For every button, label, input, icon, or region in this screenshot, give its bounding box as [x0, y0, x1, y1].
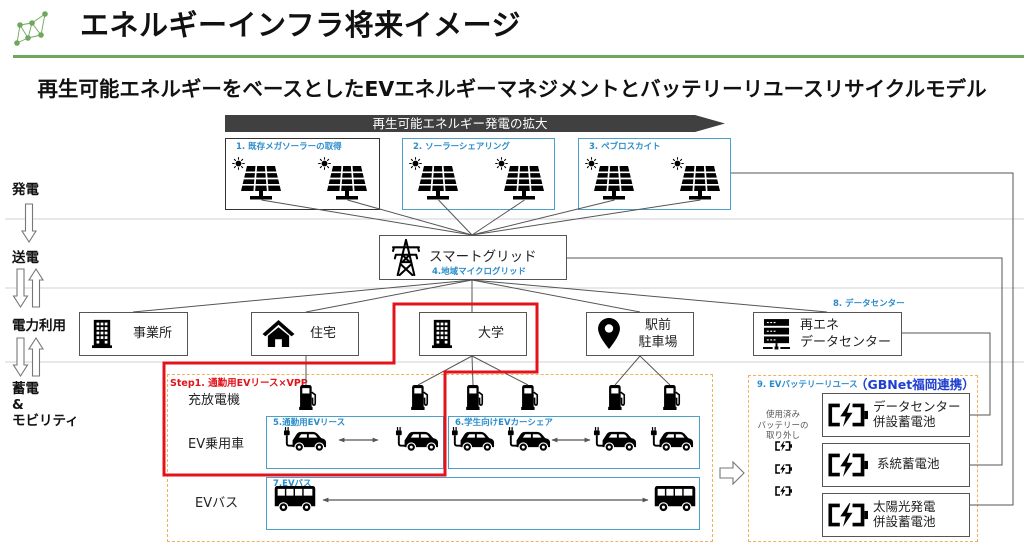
solar-site-label: 3. ペブロスカイト [589, 142, 661, 152]
battery-removal-note: 使用済み バッテリーの 取り外し [757, 410, 809, 441]
solar-panel-icon [324, 166, 370, 202]
title-underline [13, 55, 1024, 58]
used-battery-icon [775, 486, 792, 496]
smart-grid-node: スマートグリッド 4.地域マイクログリッド [379, 235, 567, 280]
ev-car-icon [283, 427, 327, 452]
step1-label: Step1. 通勤用EVリース×VPP [170, 378, 308, 389]
ev-car-icon [650, 427, 694, 452]
connector-grid-to-office [132, 279, 473, 313]
arrow-up-icon [27, 336, 45, 377]
data-center-tag: 8. データセンター [833, 299, 905, 309]
facility-house: 住宅 [251, 312, 359, 356]
stage-label-storage-mobility: 蓄電 & モビリティ [12, 381, 79, 429]
row-label-ev-bus: EVバス [195, 496, 239, 511]
ev-charger-icon [299, 385, 319, 410]
row-label-ev-cars: EV乗用車 [188, 437, 245, 452]
facility-data-center: 再エネ データセンター [753, 312, 902, 356]
facility-label: 再エネ データセンター [800, 318, 892, 350]
program-label: 7.EVバス [273, 479, 312, 489]
server-icon [763, 319, 790, 350]
stage-label-transmission: 送電 [12, 250, 39, 266]
facility-label: 事業所 [133, 326, 173, 341]
office-building-icon [92, 318, 112, 349]
row-label-chargers: 充放電機 [188, 393, 241, 408]
connector-grid-to-datacenter [471, 279, 828, 313]
battery-reuse-title: 9. EVバッテリーリユース [757, 380, 858, 390]
ev-bus-icon [652, 486, 698, 513]
battery-icon [828, 503, 868, 527]
arrow-down-icon [12, 337, 29, 378]
arrow-down-icon [12, 268, 29, 309]
network-graph-icon [14, 11, 48, 46]
program-ev-bus: 7.EVバス [266, 477, 700, 530]
solar-site-solar-sharing: 2. ソーラーシェアリング [402, 138, 555, 210]
ev-charger-icon [608, 385, 628, 410]
university-building-icon [432, 318, 452, 349]
flow-right-arrow-icon [719, 460, 745, 486]
facility-office: 事業所 [79, 312, 188, 356]
facility-university: 大学 [419, 312, 527, 356]
connector-grid-to-house [305, 279, 473, 313]
battery-label: 系統蓄電池 [877, 456, 940, 471]
transmission-tower-icon [391, 239, 421, 276]
ev-charger-icon [411, 385, 431, 410]
ev-car-icon [507, 427, 551, 452]
expansion-banner-label: 再生可能エネルギー発電の拡大 [372, 116, 548, 131]
ev-car-icon [395, 427, 439, 452]
ev-charger-icon [466, 385, 486, 410]
solar-site-existing-mega-solar: 1. 既存メガソーラーの取得 [225, 138, 380, 210]
ev-bus-icon [272, 486, 318, 513]
solar-site-perovskite: 3. ペブロスカイト [578, 138, 731, 210]
solar-panel-icon [501, 166, 547, 202]
battery-grid-storage: 系統蓄電池 [822, 443, 970, 487]
microgrid-label: 4.地域マイクログリッド [432, 267, 526, 277]
battery-solar-storage: 太陽光発電 併設蓄電池 [822, 493, 970, 537]
battery-datacenter-storage: データセンター 併設蓄電池 [822, 393, 970, 437]
battery-label: 太陽光発電 併設蓄電池 [873, 499, 936, 529]
solar-panel-icon [591, 166, 637, 202]
used-battery-icon [775, 441, 792, 451]
battery-label: データセンター 併設蓄電池 [873, 399, 961, 429]
ev-car-icon [451, 427, 495, 452]
house-icon [262, 319, 295, 348]
arrow-down-icon [20, 203, 38, 244]
solar-site-label: 2. ソーラーシェアリング [413, 142, 510, 152]
solar-panel-icon [415, 166, 461, 202]
connector-grid-to-station [471, 279, 641, 313]
used-battery-icon [775, 464, 792, 474]
page-subtitle: 再生可能エネルギーをベースとしたEVエネルギーマネジメントとバッテリーリユースリ… [37, 77, 987, 101]
facility-station-parking: 駅前 駐車場 [586, 312, 694, 356]
solar-panel-icon [677, 166, 723, 202]
battery-reuse-partner: （GBNet福岡連携） [855, 377, 975, 392]
battery-icon [828, 403, 868, 427]
stage-label-generation: 発電 [12, 182, 39, 198]
ev-car-icon [593, 427, 637, 452]
stage-label-consumption: 電力利用 [12, 318, 66, 334]
ev-charger-icon [663, 385, 683, 410]
facility-label: 住宅 [310, 326, 337, 341]
facility-label: 駅前 駐車場 [638, 318, 678, 350]
battery-icon [828, 453, 868, 477]
facility-label: 大学 [478, 326, 505, 341]
solar-site-label: 1. 既存メガソーラーの取得 [236, 142, 342, 152]
solar-panel-icon [238, 166, 284, 202]
map-pin-icon [598, 318, 620, 349]
arrow-up-icon [27, 267, 45, 308]
smart-grid-label: スマートグリッド [429, 249, 537, 265]
ev-charger-icon [521, 385, 541, 410]
page-title: エネルギーインフラ将来イメージ [80, 8, 522, 42]
